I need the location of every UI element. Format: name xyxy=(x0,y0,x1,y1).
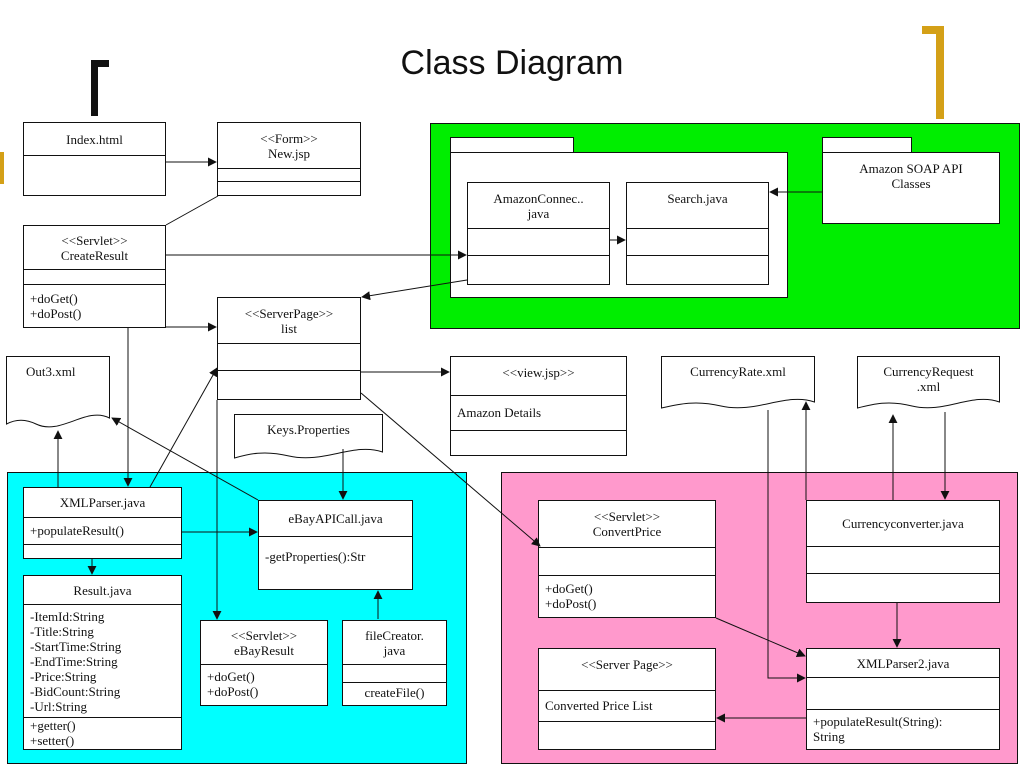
class-name: Classes xyxy=(891,176,931,191)
class-xml-parser2-java[interactable]: XMLParser2.java +populateResult(String):… xyxy=(806,648,1000,750)
arrow-amazonconnec-to-list xyxy=(361,279,468,301)
arrow-convertprice-to-xmlparser2 xyxy=(715,617,806,657)
doc-label: Out3.xml xyxy=(26,364,76,379)
class-attribute: Converted Price List xyxy=(545,698,653,713)
class-create-result[interactable]: <<Servlet>> CreateResult +doGet() +doPos… xyxy=(23,225,166,328)
class-stereotype: <<Servlet>> xyxy=(230,627,298,643)
class-stereotype: <<view.jsp>> xyxy=(502,365,575,380)
class-name: Currencyconverter.java xyxy=(842,516,964,531)
link-newjsp-to-createresult xyxy=(165,195,219,226)
class-name: java xyxy=(383,642,406,658)
document-shape xyxy=(6,356,110,428)
class-name: list xyxy=(281,320,297,336)
class-method: String xyxy=(813,729,845,744)
class-xml-parser-java[interactable]: XMLParser.java +populateResult() xyxy=(23,487,182,559)
class-currency-converter-java[interactable]: Currencyconverter.java xyxy=(806,500,1000,603)
class-convert-price[interactable]: <<Servlet>> ConvertPrice +doGet() +doPos… xyxy=(538,500,716,618)
class-amazon-connec-java[interactable]: AmazonConnec.. java xyxy=(467,182,610,285)
class-attribute: -BidCount:String xyxy=(30,684,121,699)
class-attribute: -StartTime:String xyxy=(30,639,122,654)
class-method: +populateResult(String): xyxy=(813,714,943,729)
document-shape xyxy=(661,356,815,409)
class-attribute: Amazon Details xyxy=(457,405,542,420)
arrow-ebayapicall-to-out3 xyxy=(111,417,259,501)
left-bracket-decoration xyxy=(91,60,109,116)
doc-keys-properties[interactable]: Keys.Properties xyxy=(234,414,383,462)
document-shape xyxy=(234,414,383,459)
arrow-xmlparser-to-list xyxy=(149,367,218,488)
arrow-list-to-convertprice xyxy=(360,392,541,547)
doc-label: CurrencyRequest xyxy=(883,364,974,379)
class-name: Index.html xyxy=(66,131,123,147)
class-name: CreateResult xyxy=(60,247,129,263)
class-stereotype: <<ServerPage>> xyxy=(244,305,334,321)
class-method: +getter() xyxy=(30,718,76,733)
class-method: +setter() xyxy=(30,733,75,748)
class-method: +doPost() xyxy=(545,596,597,611)
class-server-page[interactable]: <<Server Page>> Converted Price List xyxy=(538,648,716,750)
class-attribute: -Price:String xyxy=(30,669,97,684)
class-ebay-api-call-java[interactable]: eBayAPICall.java -getProperties():Str xyxy=(258,500,413,590)
class-name: eBayResult xyxy=(234,642,294,658)
class-method: +doGet() xyxy=(207,669,255,684)
class-name: ConvertPrice xyxy=(592,524,662,539)
class-name: Search.java xyxy=(667,191,728,206)
class-method: +doGet() xyxy=(545,581,593,596)
class-attribute: -Title:String xyxy=(30,624,94,639)
arrow-currencyrate-to-xmlparser2 xyxy=(767,410,806,683)
class-name: AmazonConnec.. xyxy=(493,190,584,206)
class-method: +populateResult() xyxy=(30,523,124,538)
doc-label: .xml xyxy=(916,379,941,394)
doc-currency-request-xml[interactable]: CurrencyRequest .xml xyxy=(857,356,1000,414)
class-method: +doGet() xyxy=(30,291,78,306)
right-bracket-decoration xyxy=(922,26,944,119)
class-name: XMLParser.java xyxy=(59,495,146,510)
class-result-java[interactable]: Result.java -ItemId:String -Title:String… xyxy=(23,575,182,750)
page-title: Class Diagram xyxy=(400,44,624,82)
document-shape xyxy=(857,356,1000,409)
class-method: createFile() xyxy=(364,685,425,700)
doc-label: CurrencyRate.xml xyxy=(690,364,786,379)
doc-label: Keys.Properties xyxy=(267,422,350,437)
class-attribute: -Url:String xyxy=(30,699,88,714)
class-new-jsp[interactable]: <<Form>> New.jsp xyxy=(217,122,361,196)
class-stereotype: <<Server Page>> xyxy=(581,657,673,672)
class-ebay-result[interactable]: <<Servlet>> eBayResult +doGet() +doPost(… xyxy=(200,620,328,706)
class-amazon-soap-api[interactable]: Amazon SOAP API Classes xyxy=(822,152,1000,224)
edge-mark-decoration xyxy=(0,152,4,184)
class-method: -getProperties():Str xyxy=(265,549,366,564)
class-name: Result.java xyxy=(73,582,132,598)
class-file-creator-java[interactable]: fileCreator. java createFile() xyxy=(342,620,447,706)
class-attribute: -ItemId:String xyxy=(30,609,105,624)
class-stereotype: <<Servlet>> xyxy=(61,232,128,248)
doc-currency-rate-xml[interactable]: CurrencyRate.xml xyxy=(661,356,815,414)
class-search-java[interactable]: Search.java xyxy=(626,182,769,285)
amazon-inner-package-tab xyxy=(450,137,574,153)
class-name: Amazon SOAP API xyxy=(859,161,963,176)
class-name: fileCreator. xyxy=(365,627,424,643)
class-index-html[interactable]: Index.html xyxy=(23,122,166,196)
class-stereotype: <<Servlet>> xyxy=(593,509,661,524)
doc-out3-xml[interactable]: Out3.xml xyxy=(6,356,110,430)
class-name: eBayAPICall.java xyxy=(288,511,383,526)
class-method: +doPost() xyxy=(207,684,259,699)
class-name: New.jsp xyxy=(267,145,311,161)
class-stereotype: <<Form>> xyxy=(260,130,318,146)
class-view-jsp[interactable]: <<view.jsp>> Amazon Details xyxy=(450,356,627,456)
class-name: XMLParser2.java xyxy=(856,655,950,671)
class-name: java xyxy=(527,205,550,221)
class-list[interactable]: <<ServerPage>> list xyxy=(217,297,361,400)
class-attribute: -EndTime:String xyxy=(30,654,118,669)
amazon-soap-package-tab xyxy=(822,137,912,153)
class-method: +doPost() xyxy=(30,306,82,321)
